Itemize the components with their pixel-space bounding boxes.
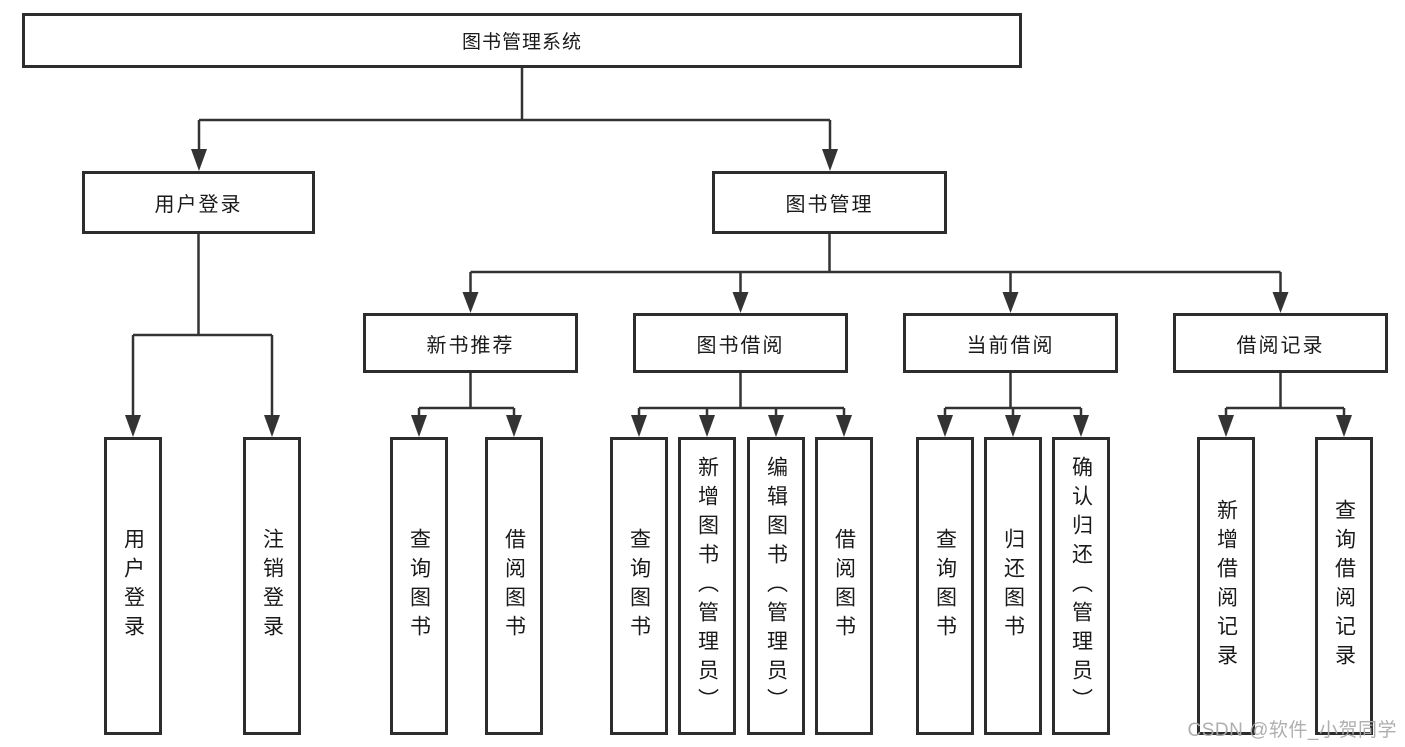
leaf-query-books-1: 查询图书 bbox=[390, 437, 448, 735]
leaf-confirm-return-admin-label: 确认归还（管理员） bbox=[1069, 455, 1093, 717]
node-user-login-label: 用户登录 bbox=[154, 194, 243, 216]
node-borrowing-records-label: 借阅记录 bbox=[1236, 334, 1325, 357]
node-current-borrowing: 当前借阅 bbox=[903, 313, 1118, 373]
leaf-query-books-3-label: 查询图书 bbox=[933, 528, 957, 644]
node-borrowing-records: 借阅记录 bbox=[1173, 313, 1388, 373]
connector-branches bbox=[131, 68, 1346, 416]
leaf-borrow-books-1: 借阅图书 bbox=[485, 437, 543, 735]
leaf-query-books-1-label: 查询图书 bbox=[407, 528, 431, 644]
node-new-book-recommend-label: 新书推荐 bbox=[426, 334, 515, 357]
leaf-add-books-admin: 新增图书（管理员） bbox=[678, 437, 736, 735]
leaf-return-books-label: 归还图书 bbox=[1001, 528, 1025, 644]
node-user-login: 用户登录 bbox=[82, 171, 315, 234]
leaf-add-borrow-record: 新增借阅记录 bbox=[1197, 437, 1255, 735]
watermark: CSDN @软件_小贺同学 bbox=[1187, 720, 1397, 741]
leaf-borrow-books-2-label: 借阅图书 bbox=[832, 528, 856, 644]
leaf-confirm-return-admin: 确认归还（管理员） bbox=[1052, 437, 1110, 735]
leaf-edit-books-admin: 编辑图书（管理员） bbox=[747, 437, 805, 735]
leaf-logout: 注销登录 bbox=[243, 437, 301, 735]
node-book-borrowing-label: 图书借阅 bbox=[696, 334, 785, 357]
leaf-user-login-label: 用户登录 bbox=[121, 528, 145, 644]
node-book-management-label: 图书管理 bbox=[785, 194, 874, 216]
leaf-edit-books-admin-label: 编辑图书（管理员） bbox=[764, 455, 788, 717]
leaf-borrow-books-1-label: 借阅图书 bbox=[502, 528, 526, 644]
leaf-query-books-2-label: 查询图书 bbox=[627, 528, 651, 644]
leaf-query-borrow-record-label: 查询借阅记录 bbox=[1332, 499, 1356, 673]
node-system-root-label: 图书管理系统 bbox=[461, 32, 582, 53]
leaf-user-login: 用户登录 bbox=[104, 437, 162, 735]
leaf-query-books-3: 查询图书 bbox=[916, 437, 974, 735]
leaf-query-borrow-record: 查询借阅记录 bbox=[1315, 437, 1373, 735]
leaf-query-books-2: 查询图书 bbox=[610, 437, 668, 735]
leaf-logout-label: 注销登录 bbox=[260, 528, 284, 644]
node-new-book-recommend: 新书推荐 bbox=[363, 313, 578, 373]
node-current-borrowing-label: 当前借阅 bbox=[966, 334, 1055, 357]
node-book-borrowing: 图书借阅 bbox=[633, 313, 848, 373]
leaf-borrow-books-2: 借阅图书 bbox=[815, 437, 873, 735]
leaf-return-books: 归还图书 bbox=[984, 437, 1042, 735]
node-book-management: 图书管理 bbox=[712, 171, 947, 234]
leaf-add-books-admin-label: 新增图书（管理员） bbox=[695, 455, 719, 717]
node-system-root: 图书管理系统 bbox=[22, 13, 1022, 68]
leaf-add-borrow-record-label: 新增借阅记录 bbox=[1214, 499, 1238, 673]
arrowheads bbox=[125, 149, 1352, 437]
